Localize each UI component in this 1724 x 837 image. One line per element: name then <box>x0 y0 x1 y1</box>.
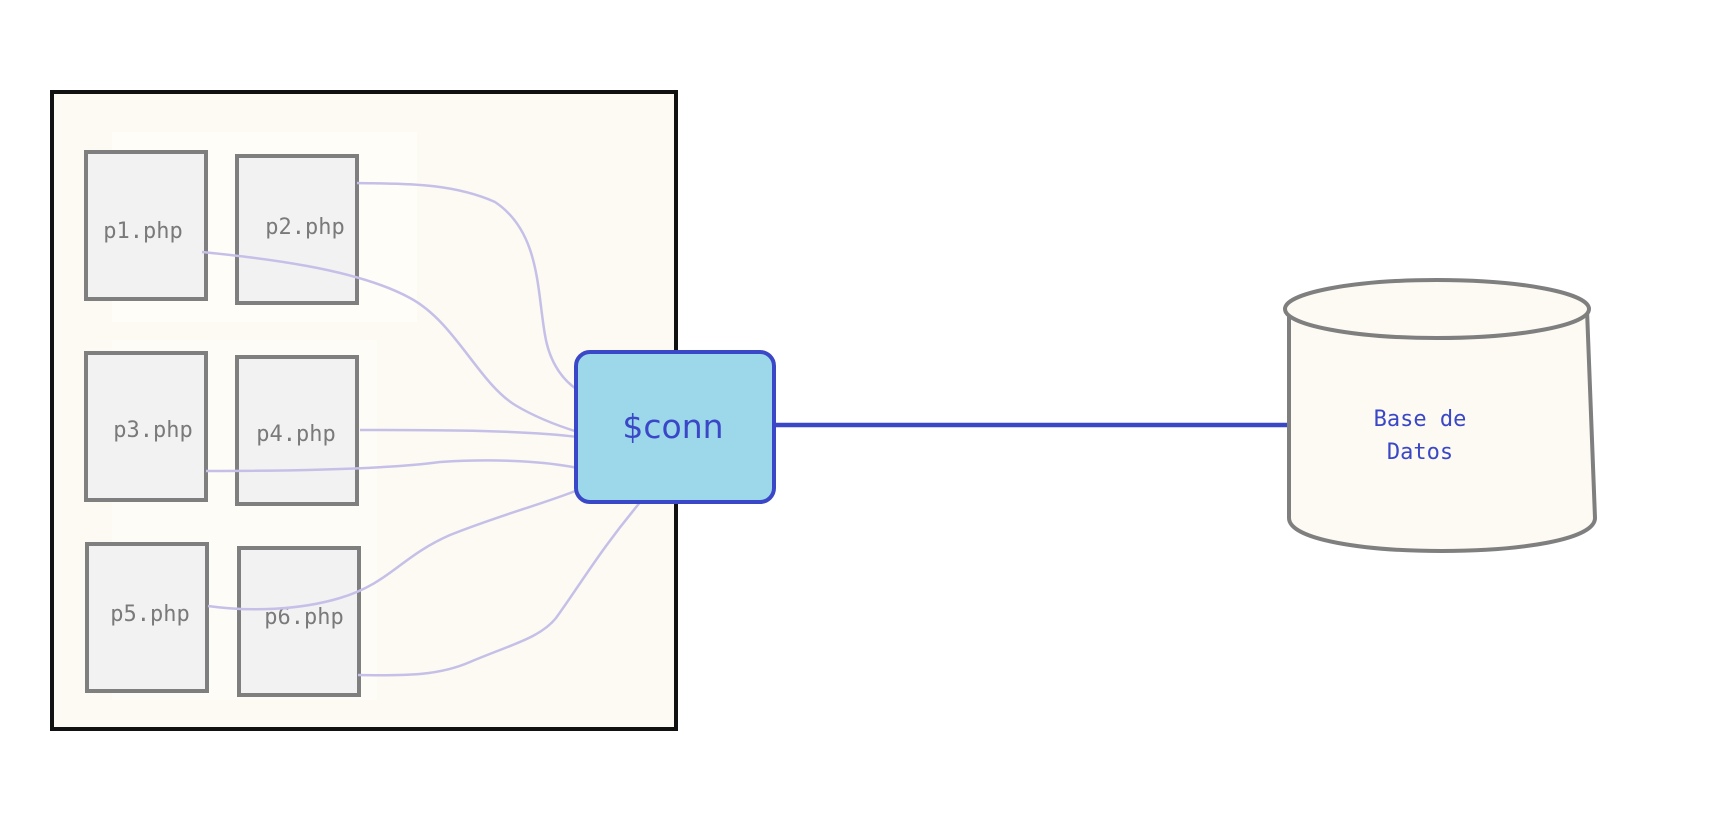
file-label: p5.php <box>110 602 189 627</box>
database-top <box>1283 278 1591 340</box>
database-label-line1: Base de <box>1374 407 1467 432</box>
file-box-p5: p5.php <box>85 542 209 693</box>
link-p5-conn <box>207 488 579 611</box>
file-label: p1.php <box>103 219 182 244</box>
file-box-p1: p1.php <box>84 150 208 301</box>
link-p6-conn <box>357 499 643 677</box>
database-label-line2: Datos <box>1387 440 1453 465</box>
link-p3-conn <box>205 459 579 473</box>
file-box-p2: p2.php <box>235 154 359 305</box>
file-label: p4.php <box>256 422 335 447</box>
link-p4-conn <box>359 428 579 439</box>
database-cylinder: Base de Datos <box>1283 278 1598 553</box>
link-p2-conn <box>356 181 579 392</box>
file-box-p4: p4.php <box>235 355 359 506</box>
file-label: p2.php <box>265 215 344 240</box>
link-p1-conn <box>201 250 579 434</box>
file-label: p3.php <box>113 418 192 443</box>
file-box-p6: p6.php <box>237 546 361 697</box>
connection-node: $conn <box>574 350 776 504</box>
file-box-p3: p3.php <box>84 351 208 502</box>
connection-label: $conn <box>622 407 723 446</box>
database-body <box>1287 308 1598 553</box>
